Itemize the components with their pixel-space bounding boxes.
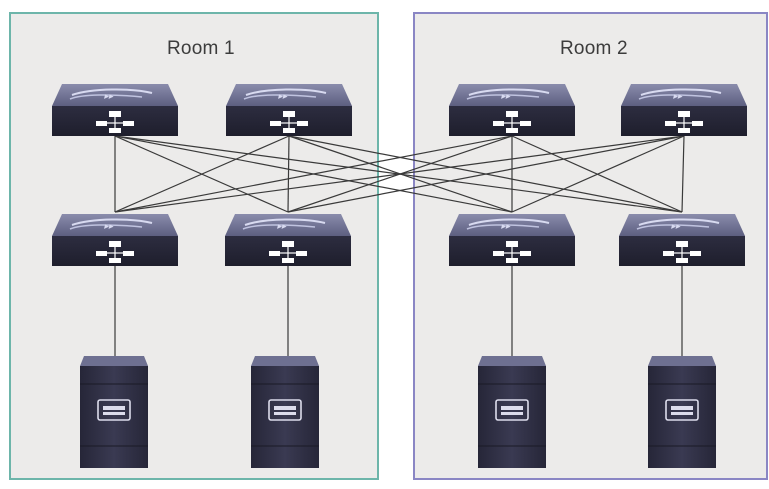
spine-switch-4-icon bbox=[620, 83, 748, 137]
room-1-label: Room 1 bbox=[167, 38, 235, 59]
leaf-switch-1-icon bbox=[51, 213, 179, 267]
server-1-icon bbox=[79, 355, 149, 469]
server-2-icon bbox=[250, 355, 320, 469]
spine-switch-1-icon bbox=[51, 83, 179, 137]
server-3-icon bbox=[477, 355, 547, 469]
leaf-server-links bbox=[114, 266, 683, 360]
spine-switch-3-icon bbox=[448, 83, 576, 137]
spine-leaf-links bbox=[114, 135, 685, 213]
spine-switch-2-icon bbox=[225, 83, 353, 137]
leaf-switch-3-icon bbox=[448, 213, 576, 267]
server-4-icon bbox=[647, 355, 717, 469]
leaf-switch-2-icon bbox=[224, 213, 352, 267]
room-2-label: Room 2 bbox=[560, 38, 628, 59]
leaf-switch-4-icon bbox=[618, 213, 746, 267]
